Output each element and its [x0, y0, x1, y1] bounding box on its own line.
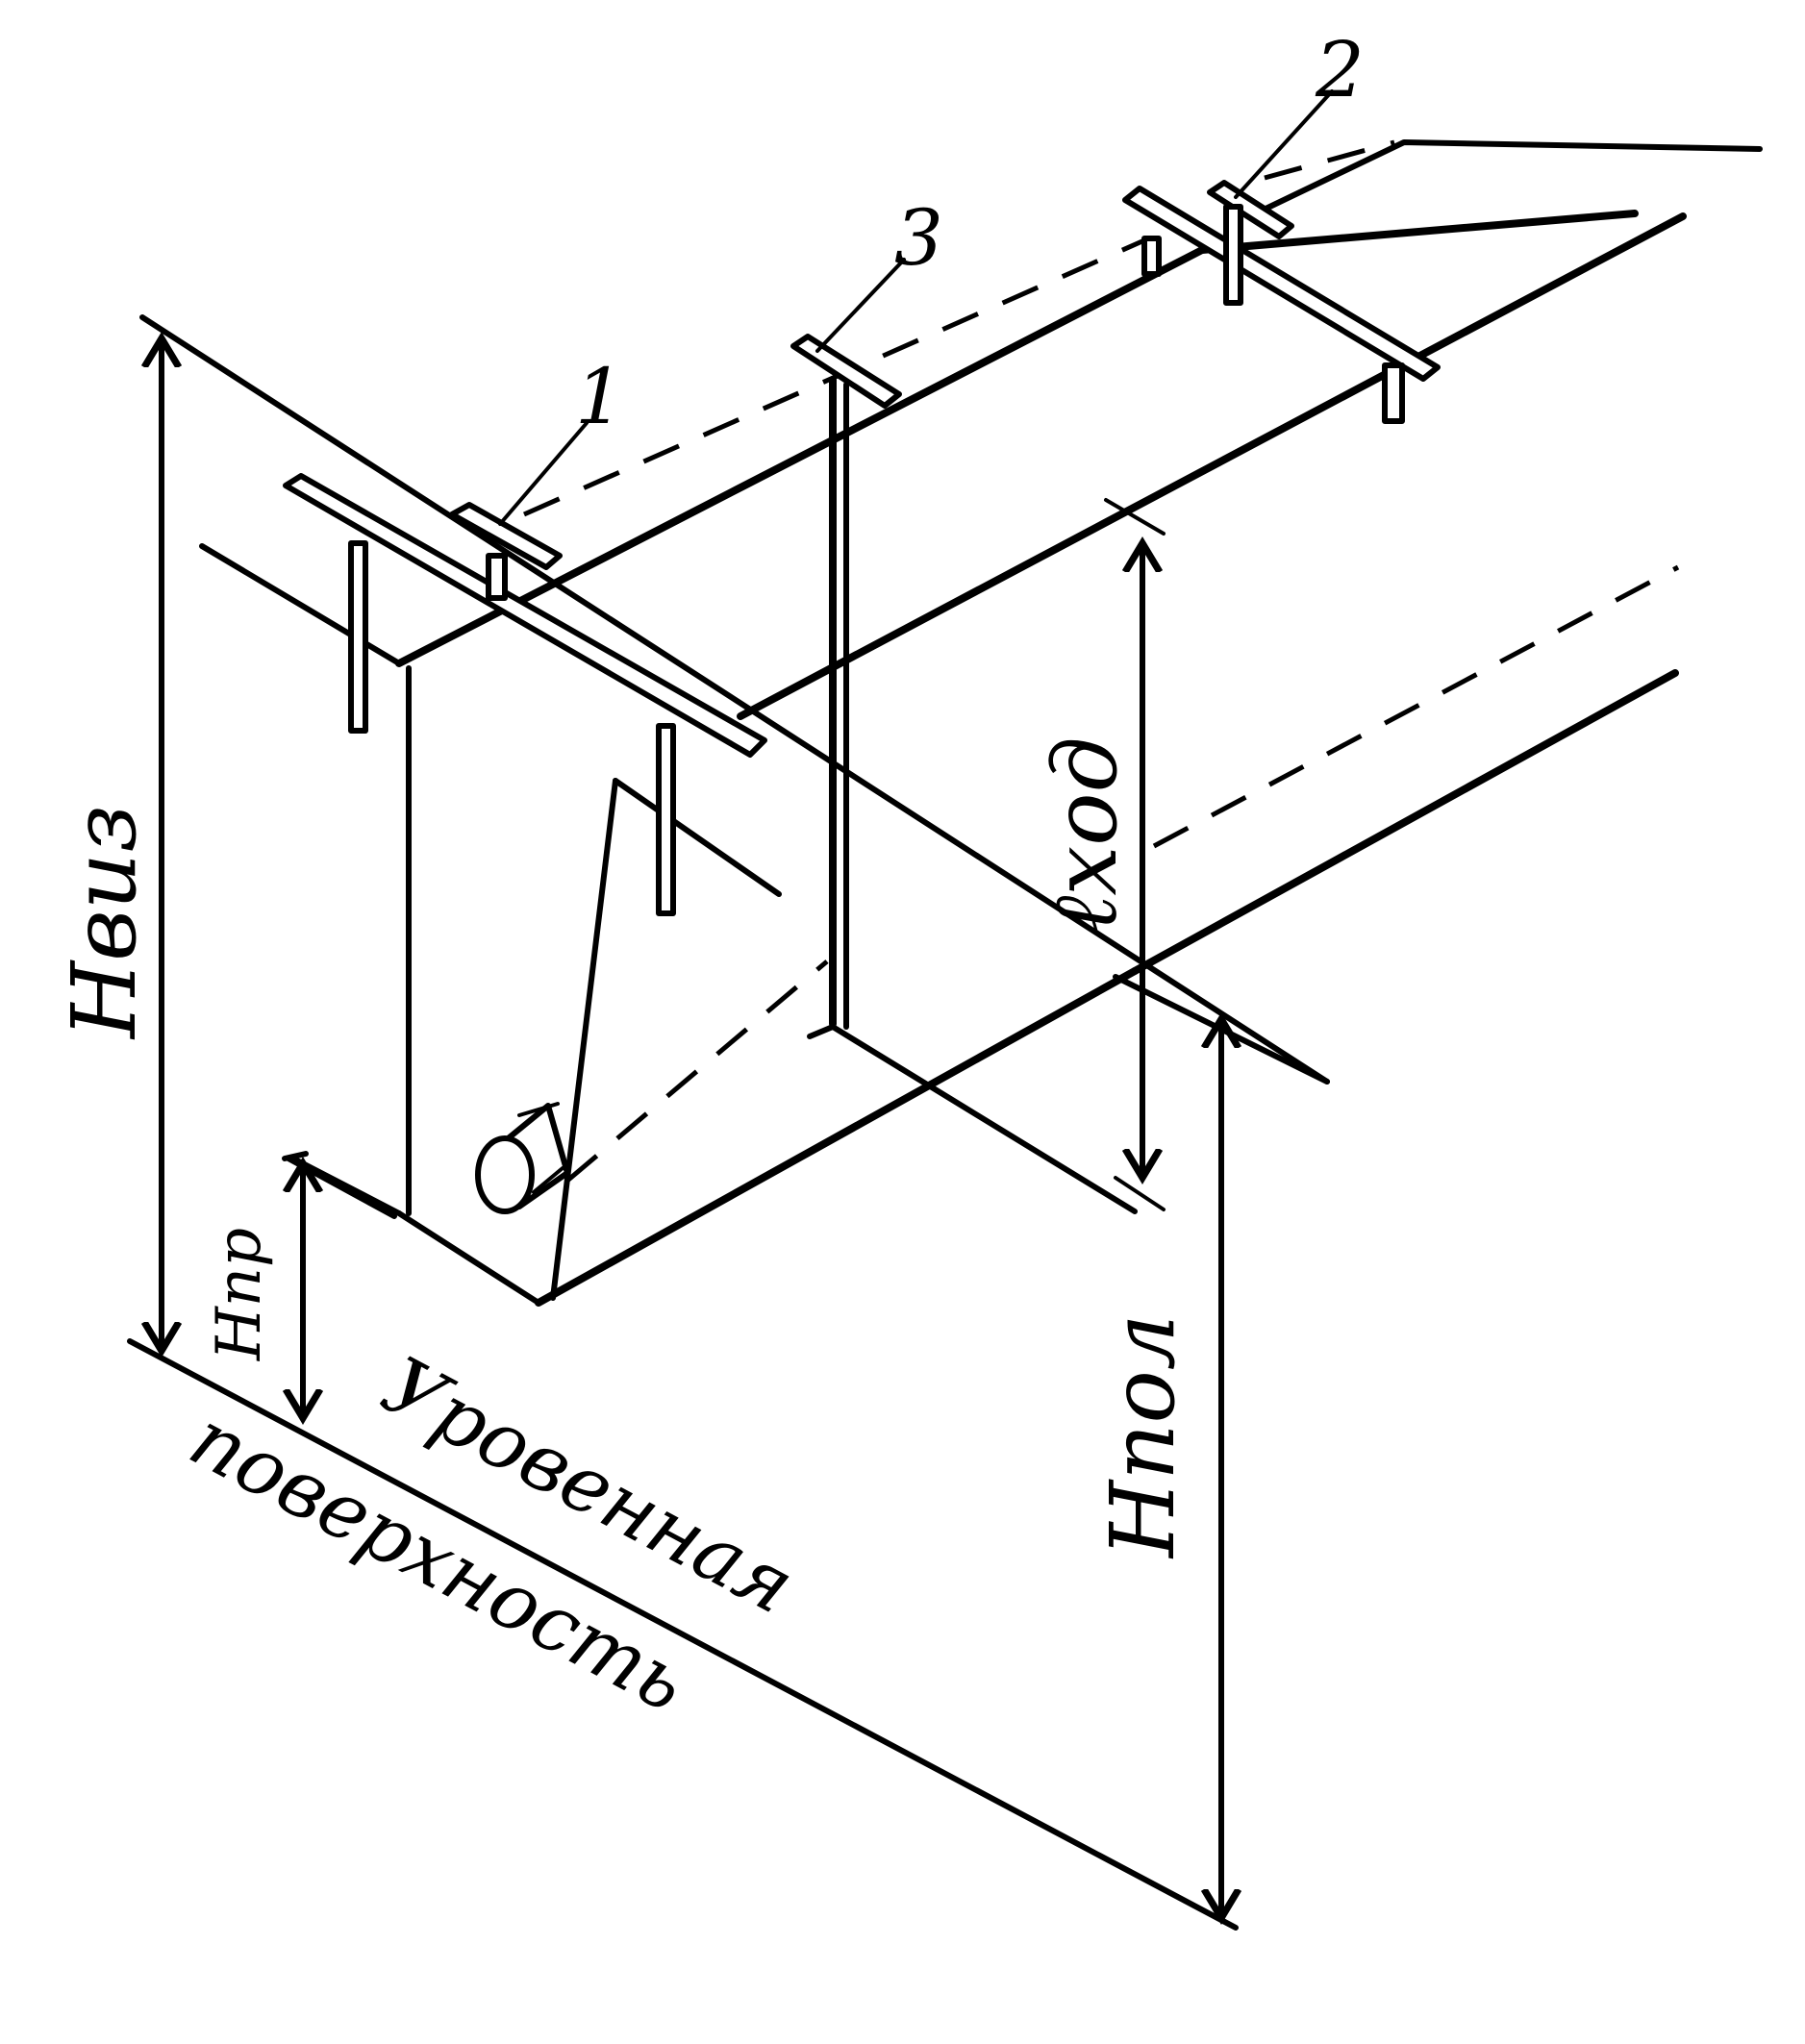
trench-outline	[139, 210, 1687, 1307]
sight-lines	[522, 139, 1680, 1183]
label-marker-2: 2	[1315, 25, 1365, 114]
sight-rail-3	[790, 334, 902, 409]
label-marker-3: 3	[894, 193, 943, 283]
sight-rail-1	[283, 473, 767, 916]
level-surface-line	[127, 1338, 1239, 1931]
label-marker-1: 1	[575, 352, 624, 441]
label-h-pr: Hпр	[204, 1228, 275, 1361]
sight-rail-2	[1122, 180, 1441, 424]
dimension-l-hod	[1104, 498, 1166, 1211]
reference-line	[1257, 139, 1763, 214]
label-h-viz: Hвиз	[53, 805, 156, 1040]
label-h-pol: Hпол	[1091, 1314, 1194, 1559]
pipe-roller	[475, 1102, 570, 1214]
marker-leaders	[498, 89, 1334, 526]
label-l-hod: ℓход	[1034, 736, 1137, 933]
